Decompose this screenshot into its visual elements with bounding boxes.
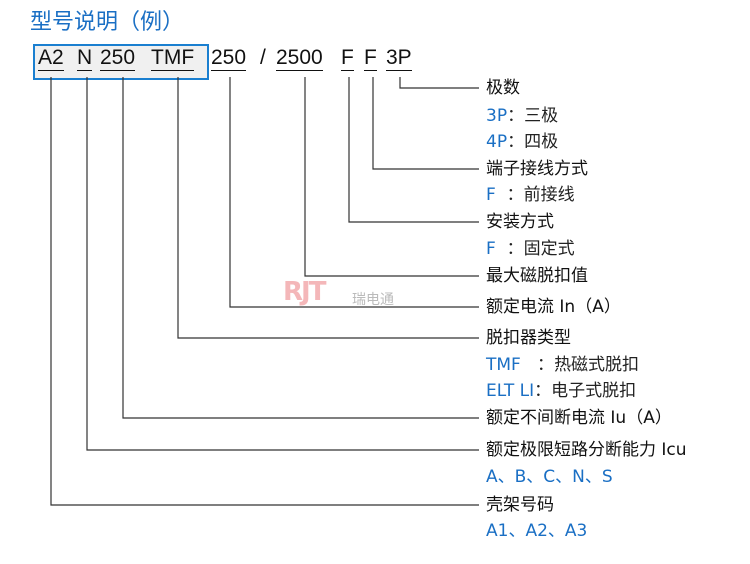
code-iu: 250 [100, 46, 136, 71]
label-trip: 脱扣器类型 [486, 328, 571, 348]
code-in: 250 [211, 46, 247, 71]
code-trip: TMF [151, 46, 195, 71]
line-mag [304, 77, 479, 277]
line-frame [50, 77, 479, 506]
code-poles: 3P [386, 46, 412, 71]
label-install: 安装方式 [486, 212, 554, 232]
line-poles [399, 77, 479, 89]
option-frames: A1、A2、A3 [486, 521, 588, 541]
code-mag: 2500 [276, 46, 323, 71]
watermark-text: 瑞电通 [352, 292, 394, 308]
line-trip [177, 77, 479, 339]
code-frame: A2 [38, 46, 64, 71]
label-frame: 壳架号码 [486, 495, 554, 515]
line-breaking [86, 77, 479, 451]
option-tmf: TMF ：热磁式脱扣 [486, 355, 640, 375]
code-install: F [341, 46, 354, 71]
option-3p: 3P：三极 [486, 106, 559, 126]
label-poles: 极数 [486, 78, 520, 98]
line-install [348, 77, 479, 223]
code-slash: / [260, 46, 266, 69]
label-in: 额定电流 In（A） [486, 297, 621, 317]
label-icu: 额定极限短路分断能力 Icu [486, 440, 687, 460]
model-code-highlight-box [33, 44, 209, 80]
line-terminal [372, 77, 479, 170]
option-4p: 4P：四极 [486, 132, 559, 152]
code-terminal: F [364, 46, 377, 71]
option-install-f: F ：固定式 [486, 239, 575, 259]
option-icu-levels: A、B、C、N、S [486, 467, 613, 487]
option-elt: ELT LI：电子式脱扣 [486, 381, 637, 401]
watermark-logo: RJT [283, 277, 326, 307]
label-mag: 最大磁脱扣值 [486, 266, 588, 286]
page-title: 型号说明（例） [30, 10, 185, 35]
line-iu [122, 77, 479, 419]
label-terminal: 端子接线方式 [486, 159, 588, 179]
label-iu: 额定不间断电流 Iu（A） [486, 408, 672, 428]
code-breaking: N [77, 46, 93, 71]
option-terminal-f: F ：前接线 [486, 185, 575, 205]
line-in [229, 77, 479, 308]
